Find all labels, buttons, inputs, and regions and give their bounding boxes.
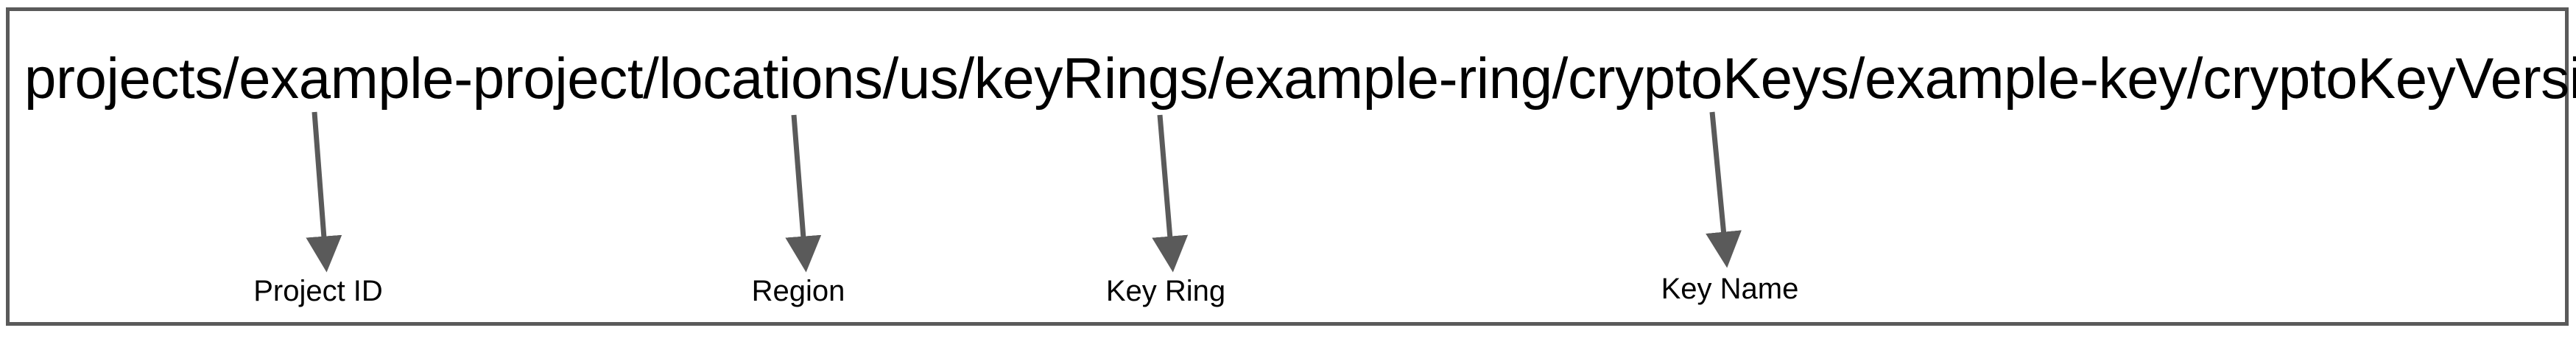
callout-label-key-name: Key Name (1661, 273, 1799, 305)
resource-path-row[interactable]: projects/example-project/locations/us/ke… (24, 42, 2576, 108)
path-field-frame: projects/example-project/locations/us/ke… (6, 7, 2576, 326)
resource-path-text[interactable]: projects/example-project/locations/us/ke… (24, 46, 2576, 111)
callout-label-project-id: Project ID (253, 275, 383, 307)
callout-label-key-ring: Key Ring (1105, 275, 1226, 307)
callout-label-region: Region (751, 275, 845, 307)
